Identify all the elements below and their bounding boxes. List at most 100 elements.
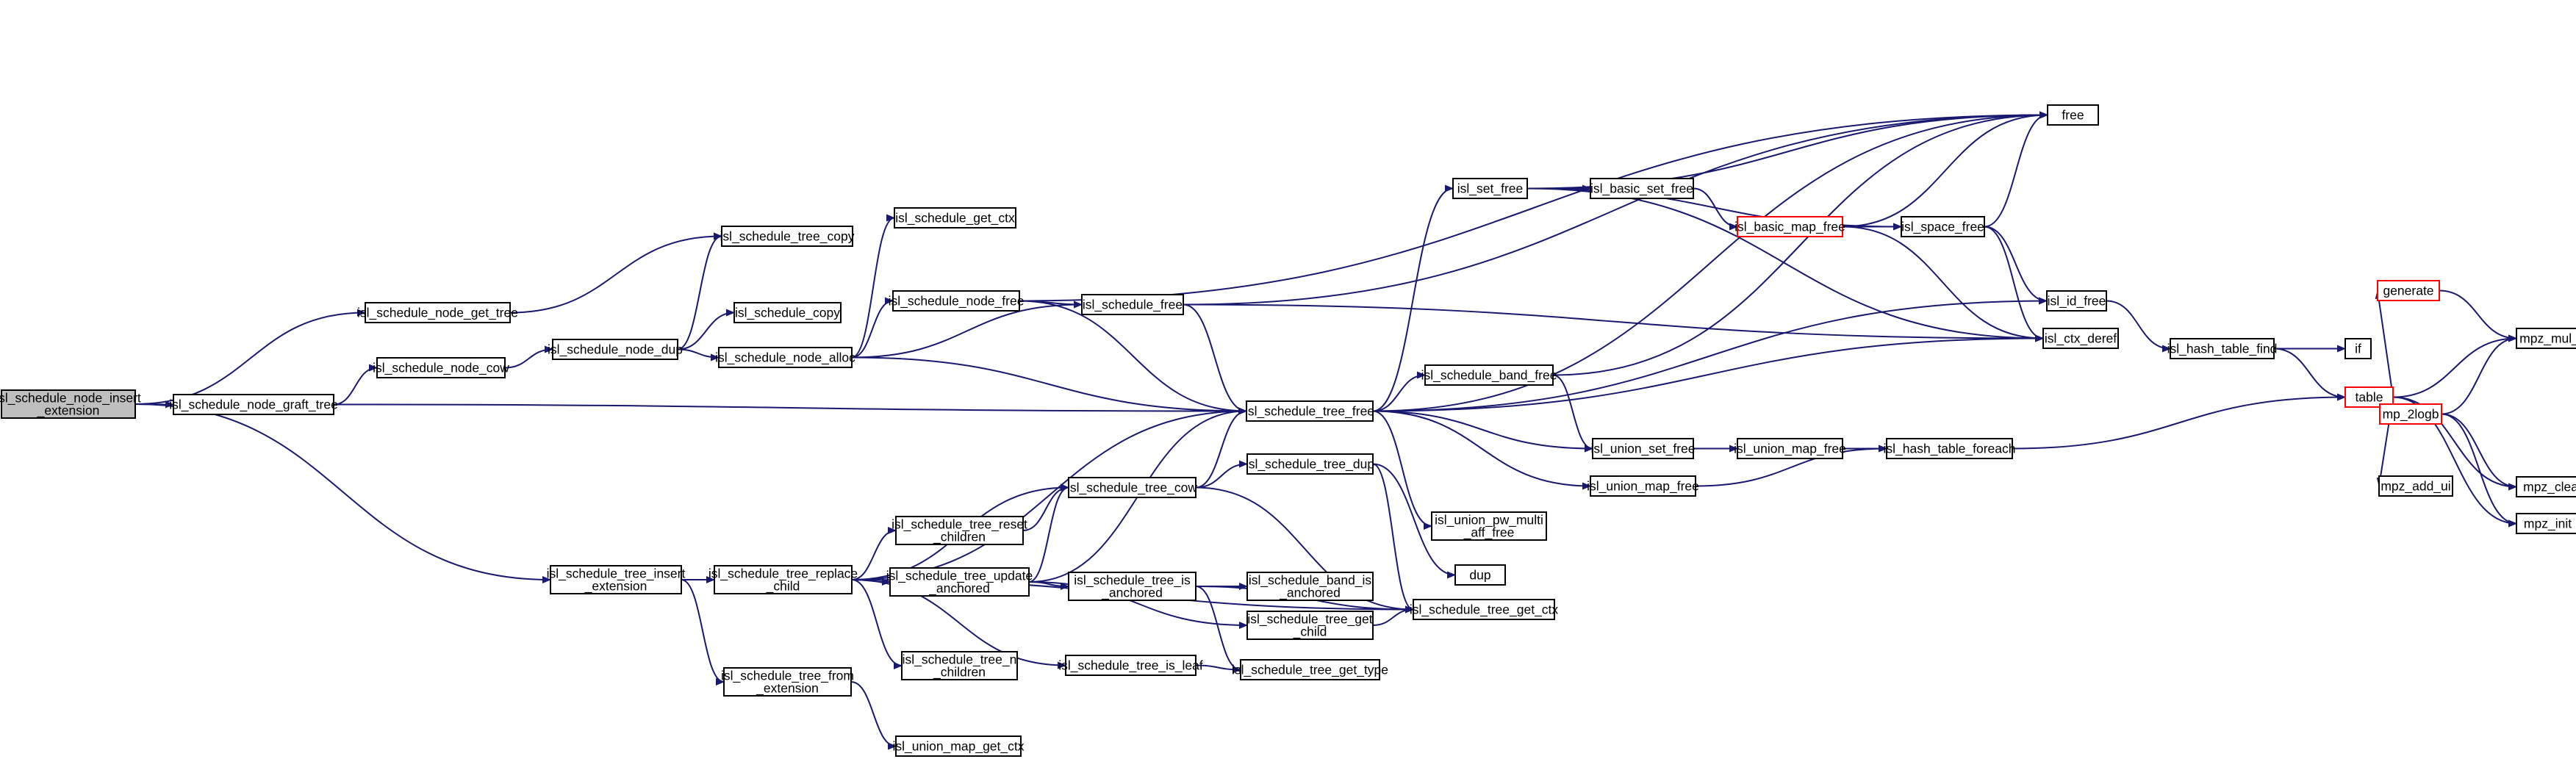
node-free[interactable]: free [2047,104,2099,126]
node-generate[interactable]: generate [2377,280,2440,301]
node-box [1413,599,1555,620]
node-tree-copy[interactable]: isl_schedule_tree_copy [720,226,855,247]
node-tree-get-ctx[interactable]: isl_schedule_tree_get_ctx [1410,599,1559,620]
edge-line [1526,187,2044,342]
node-box [2379,403,2442,425]
node-insert-ext[interactable]: isl_schedule_tree_insert_extension [547,565,686,594]
edge-line [1195,407,1247,489]
node-tree-cow[interactable]: isl_schedule_tree_cow [1067,477,1197,498]
node-set-free[interactable]: isl_set_free [1452,178,1528,199]
node-tree-dup[interactable]: isl_schedule_tree_dup [1246,453,1374,475]
edge-node-alloc-to-sched-free [851,301,1083,359]
node-get-ctx[interactable]: isl_schedule_get_ctx [894,207,1016,229]
edge-node-dup-to-sched-copy [677,309,735,350]
node-union-map-get-ctx[interactable]: isl_union_map_get_ctx [892,735,1025,757]
node-mpz-add-ui[interactable]: mpz_add_ui [2378,475,2453,497]
node-label: isl_schedule_tree_is_leaf [1058,658,1203,674]
edge-band-free-to-union-set-free [1552,374,1593,453]
node-box [1068,477,1196,498]
node-band-free[interactable]: isl_schedule_band_free [1421,364,1557,386]
node-label: isl_set_free [1457,181,1524,197]
edge-line [2392,396,2517,491]
edge-line [1028,483,1069,583]
node-get-child[interactable]: isl_schedule_tree_get_child [1246,611,1374,640]
edge-line [1693,187,1738,231]
node-pw-multi[interactable]: isl_union_pw_multi_aff_free [1431,511,1547,541]
edge-tree-free-to-id-free [1372,297,2048,412]
node-get-type[interactable]: isl_schedule_tree_get_type [1232,659,1388,680]
node-id-free[interactable]: isl_id_free [2046,290,2107,312]
node-label: isl_schedule_band_is [1249,573,1372,589]
node-label: isl_schedule_tree_get [1247,612,1372,627]
node-dup[interactable]: dup [1454,564,1506,586]
node-label: isl_id_free [2048,294,2106,309]
node-mpz-mul-2exp[interactable]: mpz_mul_2exp [2516,328,2576,349]
edge-line [677,348,720,361]
edge-line [677,232,722,350]
node-label: _child [766,579,800,594]
node-label: isl_union_set_free [1590,442,1695,457]
node-box [1592,438,1694,459]
node-label: isl_schedule_tree_get_ctx [1410,602,1559,618]
node-box [552,339,678,360]
node-box [894,207,1016,229]
node-label: isl_basic_set_free [1590,181,1693,197]
edge-line [851,214,895,359]
node-mp-2logb[interactable]: mp_2logb [2379,403,2442,425]
node-tree-free[interactable]: isl_schedule_tree_free [1245,400,1374,422]
edge-line [1372,410,1591,490]
node-graft-tree[interactable]: isl_schedule_node_graft_tree [169,394,338,415]
edge-line [1372,334,2044,412]
node-hash-find[interactable]: isl_hash_table_find [2167,338,2278,359]
edge-mp-2logb-to-mpz-mul-2exp [2441,334,2517,415]
edge-line [1372,111,2048,412]
node-is-leaf[interactable]: isl_schedule_tree_is_leaf [1058,655,1203,676]
edge-basic-set-free-to-basic-map-free [1693,187,1738,231]
node-union-set-free[interactable]: isl_union_set_free [1590,438,1696,459]
node-hash-foreach[interactable]: isl_hash_table_foreach [1884,438,2016,459]
node-root[interactable]: isl_schedule_node_insert_extension [0,389,141,419]
node-from-ext[interactable]: isl_schedule_tree_from_extension [721,667,854,697]
node-sched-copy[interactable]: isl_schedule_copy [733,302,842,323]
node-space-free[interactable]: isl_space_free [1901,216,1985,237]
node-node-alloc[interactable]: isl_schedule_node_alloc [715,347,855,368]
edge-line [134,403,551,583]
node-mpz-init[interactable]: mpz_init [2516,513,2576,534]
node-box [1246,453,1374,475]
edge-union-map-free-b-to-hash-foreach [1695,445,1887,487]
node-get-tree[interactable]: isl_schedule_node_get_tree [357,302,518,323]
node-label: isl_basic_map_free [1734,220,1845,235]
edge-replace-child-to-reset-children [851,527,897,580]
node-box [1246,400,1374,422]
edge-line [1028,581,1248,629]
node-box [1246,611,1374,640]
node-ctx-deref[interactable]: isl_ctx_deref [2042,328,2119,349]
edge-line [1022,483,1069,531]
edge-update-anchored-to-tree-cow [1028,483,1069,583]
node-is-anchored[interactable]: isl_schedule_tree_is_anchored [1068,572,1196,601]
node-union-map-free-a[interactable]: isl_union_map_free [1734,438,1846,459]
node-mpz-clear[interactable]: mpz_clear [2516,476,2576,497]
node-union-map-free-b[interactable]: isl_union_map_free [1587,475,1699,497]
node-reset-children[interactable]: isl_schedule_tree_reset_children [891,516,1027,545]
node-label: isl_space_free [1901,220,1984,235]
node-node-cow[interactable]: isl_schedule_node_cow [373,357,509,378]
edge-from-ext-to-union-map-get-ctx [850,681,897,750]
node-label: mpz_init [2524,517,2572,532]
edge-tree-dup-to-tree-get-ctx [1372,463,1414,614]
node-n-children[interactable]: isl_schedule_tree_n_children [901,651,1018,680]
node-update-anchored[interactable]: isl_schedule_tree_update_anchored [886,567,1033,597]
node-replace-child[interactable]: isl_schedule_tree_replace_child [708,565,858,594]
edge-line [2439,289,2517,342]
node-basic-map-free[interactable]: isl_basic_map_free [1734,216,1845,237]
node-label: isl_schedule_tree_reset [891,517,1027,533]
node-node-dup[interactable]: isl_schedule_node_dup [548,339,683,360]
edge-line [2106,300,2171,353]
node-basic-set-free[interactable]: isl_basic_set_free [1590,178,1694,199]
edge-id-free-to-hash-find [2106,300,2171,353]
node-band-is-anchored[interactable]: isl_schedule_band_is_anchored [1246,572,1374,601]
node-sched-free[interactable]: isl_schedule_free [1081,294,1184,315]
node-node-free[interactable]: isl_schedule_node_free [889,290,1025,312]
node-if[interactable]: if [2344,338,2372,359]
node-box [1590,178,1694,199]
